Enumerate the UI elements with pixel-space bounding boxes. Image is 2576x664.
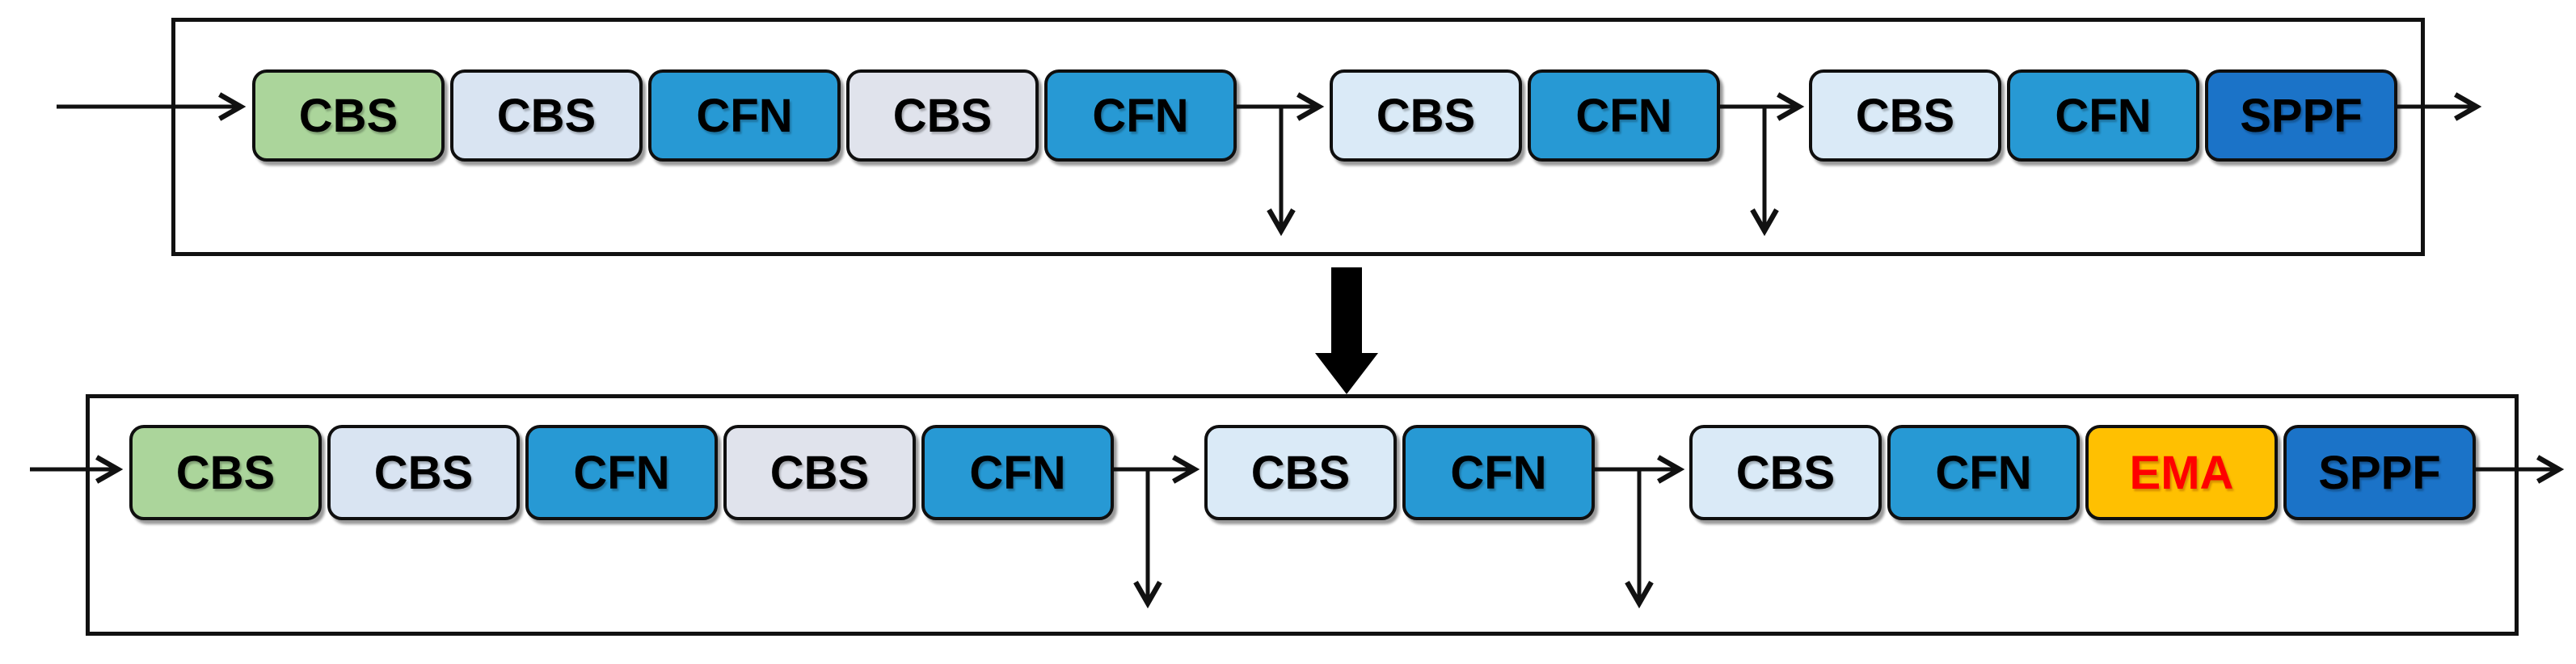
top-backbone-box xyxy=(171,18,2425,256)
block-cfn: CFN xyxy=(2007,69,2199,162)
block-cbs: CBS xyxy=(1689,425,1882,520)
block-cbs: CBS xyxy=(1204,425,1397,520)
block-sppf: SPPF xyxy=(2205,69,2397,162)
block-cbs: CBS xyxy=(327,425,520,520)
block-cbs-stem: CBS xyxy=(129,425,322,520)
block-cbs: CBS xyxy=(1330,69,1522,162)
transform-down-arrow xyxy=(1315,267,1378,394)
bottom-backbone-box xyxy=(86,394,2519,636)
block-cbs: CBS xyxy=(723,425,916,520)
block-cbs-stem: CBS xyxy=(252,69,445,162)
block-cbs: CBS xyxy=(1809,69,2001,162)
block-ema: EMA xyxy=(2085,425,2278,520)
block-cfn: CFN xyxy=(1402,425,1595,520)
block-cbs: CBS xyxy=(450,69,643,162)
block-cfn: CFN xyxy=(921,425,1114,520)
block-cfn: CFN xyxy=(525,425,718,520)
block-cfn: CFN xyxy=(1887,425,2080,520)
block-cfn: CFN xyxy=(1044,69,1237,162)
block-cbs: CBS xyxy=(846,69,1039,162)
block-cfn: CFN xyxy=(1528,69,1720,162)
block-cfn: CFN xyxy=(648,69,841,162)
block-sppf: SPPF xyxy=(2283,425,2476,520)
